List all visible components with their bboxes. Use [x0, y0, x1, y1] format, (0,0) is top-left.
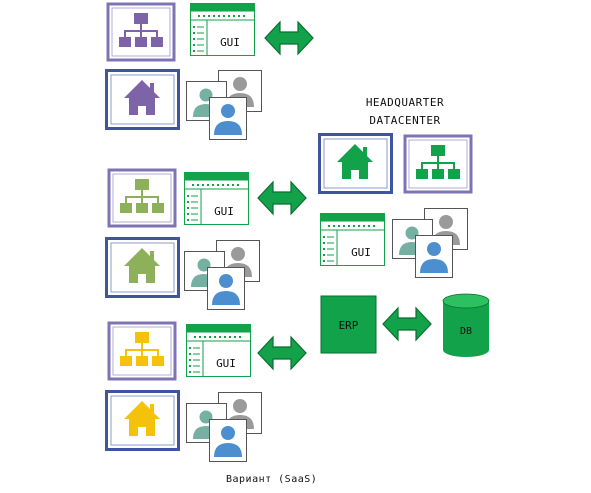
home-icon — [318, 133, 393, 194]
home-icon — [105, 69, 180, 130]
double-arrow-icon — [257, 181, 307, 215]
double-arrow-icon — [257, 336, 307, 370]
erp-label: ERP — [339, 319, 359, 332]
gui-window-icon: GUI — [190, 3, 255, 56]
double-arrow-icon — [382, 307, 432, 341]
branch-1: GUI — [105, 2, 314, 140]
org-chart-icon — [107, 321, 177, 381]
gui-label: GUI — [351, 246, 371, 259]
db-label: DB — [460, 326, 472, 337]
double-arrow-icon — [264, 21, 314, 55]
org-chart-icon — [107, 168, 177, 228]
users-icon — [187, 71, 262, 140]
org-chart-icon — [106, 2, 176, 62]
gui-label: GUI — [214, 205, 234, 218]
users-icon — [187, 393, 262, 462]
headquarter-title-line1: HEADQUARTER — [365, 96, 445, 109]
gui-window-icon: GUI — [184, 172, 249, 225]
database-icon: DB — [442, 293, 490, 357]
branch-2: GUI — [105, 168, 307, 310]
diagram-caption: Вариант (SaaS) — [226, 474, 318, 485]
users-icon — [393, 209, 468, 278]
gui-window-icon: GUI — [320, 213, 385, 266]
gui-label: GUI — [220, 36, 240, 49]
gui-label: GUI — [216, 357, 236, 370]
gui-window-icon: GUI — [186, 324, 251, 377]
home-icon — [105, 390, 180, 451]
headquarter-datacenter: GUI ERP DB — [318, 133, 490, 357]
home-icon — [105, 237, 180, 298]
org-chart-icon — [403, 134, 473, 194]
headquarter-title-line2: DATACENTER — [369, 114, 441, 127]
branch-3: GUI — [105, 321, 307, 462]
headquarter-title: HEADQUARTER DATACENTER — [340, 94, 470, 130]
users-icon — [185, 241, 260, 310]
erp-box: ERP — [320, 295, 377, 354]
